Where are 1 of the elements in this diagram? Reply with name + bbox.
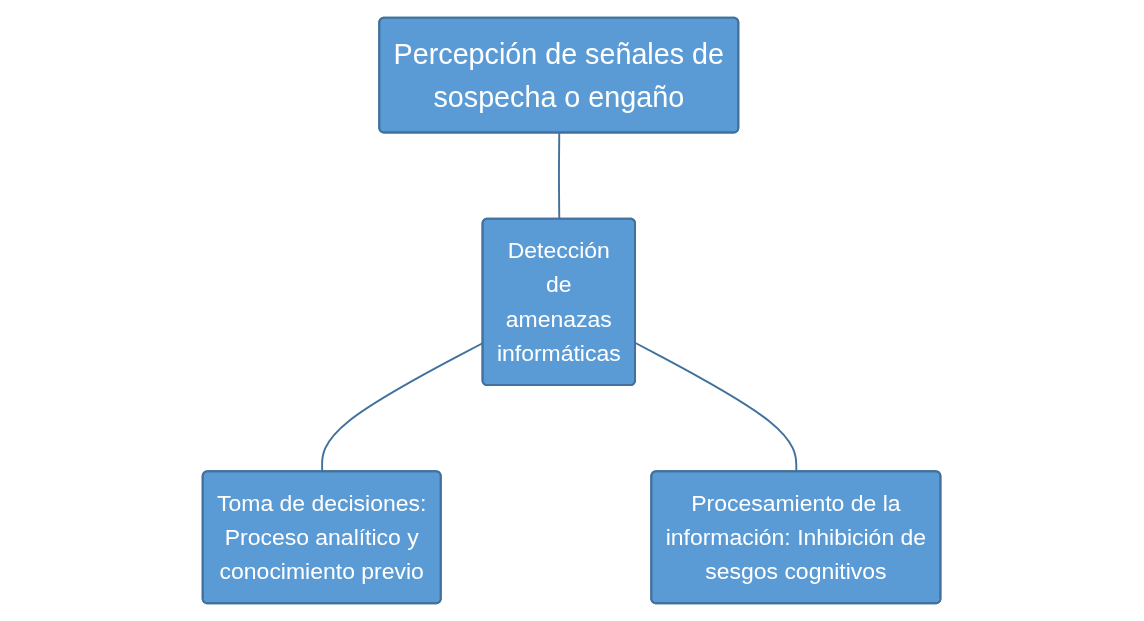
connector	[635, 342, 798, 473]
